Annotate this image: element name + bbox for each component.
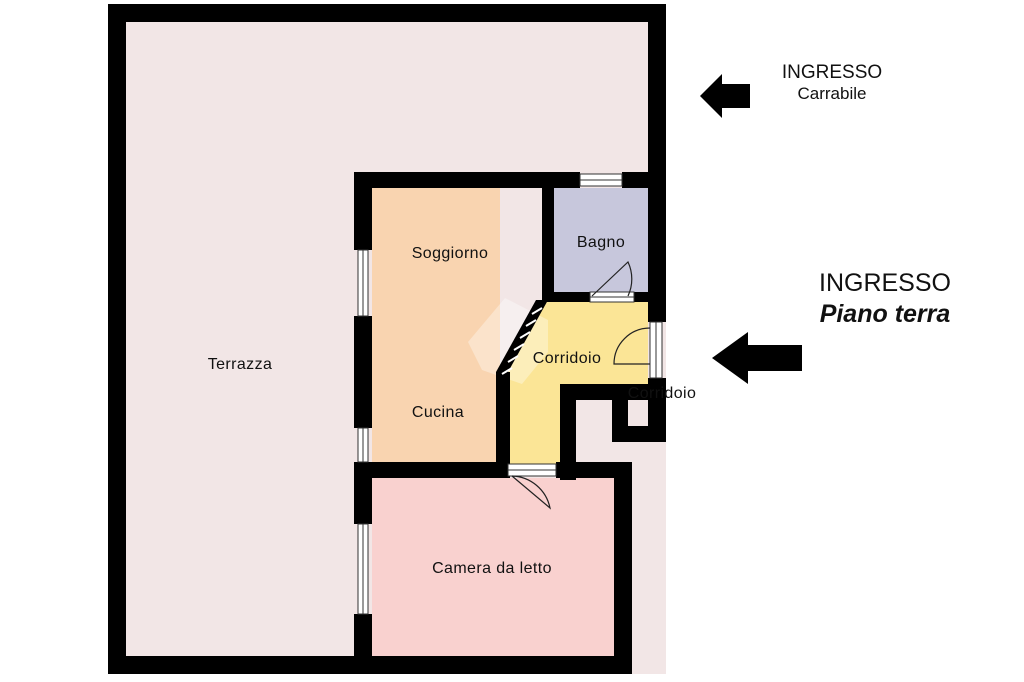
soggiorno-cucina-floor [372,188,500,466]
camera-floor [372,478,618,658]
entrance-piano-terra-title: INGRESSO [819,269,951,297]
arrow-carrabile-icon [700,74,750,118]
windows [357,173,663,615]
entrance-carrabile-subtitle: Carrabile [797,84,867,103]
label-cucina: Cucina [412,404,464,421]
corridoio-floor [500,300,648,470]
label-corridoio-external: Corridoio [628,385,697,402]
label-terrazza: Terrazza [208,356,273,373]
entrance-piano-terra: INGRESSO Piano terra [790,268,980,330]
arrow-piano-terra-icon [712,332,802,384]
label-camera: Camera da letto [432,560,552,577]
entrance-piano-terra-subtitle: Piano terra [819,300,951,328]
entrance-carrabile: INGRESSO Carrabile [762,62,902,104]
entrance-carrabile-title: INGRESSO [781,62,883,83]
label-corridoio: Corridoio [533,350,602,367]
label-soggiorno: Soggiorno [412,245,489,262]
label-bagno: Bagno [577,234,625,251]
door-swings [511,260,651,510]
stair-hatch [501,307,543,375]
